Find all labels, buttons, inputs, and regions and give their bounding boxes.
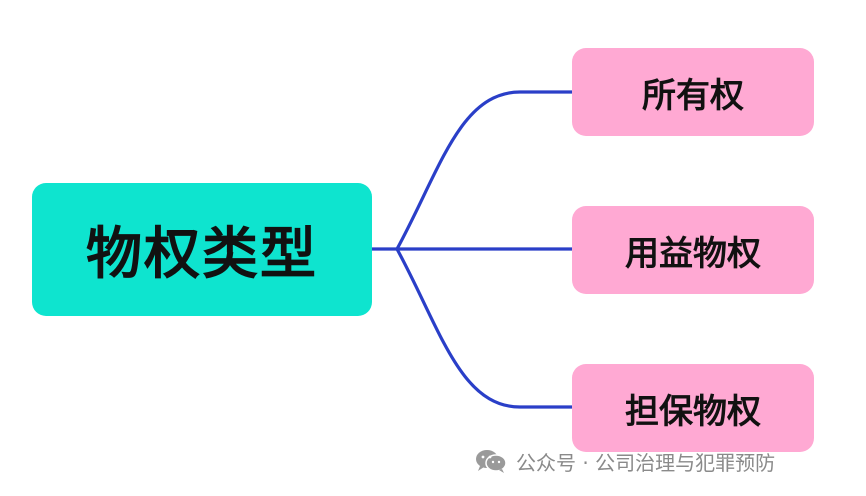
watermark-text: 公众号 · 公司治理与犯罪预防: [516, 450, 776, 475]
connector-to-security: [395, 247, 574, 409]
child-node-label: 担保物权: [625, 391, 761, 432]
connector-to-ownership: [370, 90, 574, 251]
child-node-security: 担保物权: [572, 364, 814, 452]
root-node-label: 物权类型: [86, 222, 318, 287]
wechat-icon: [476, 450, 507, 473]
child-node-usufruct: 用益物权: [572, 206, 814, 294]
root-node: 物权类型: [32, 183, 372, 316]
watermark: 公众号 · 公司治理与犯罪预防: [474, 446, 775, 476]
child-node-label: 所有权: [642, 75, 744, 116]
child-node-ownership: 所有权: [572, 48, 814, 136]
child-node-label: 用益物权: [625, 233, 761, 274]
